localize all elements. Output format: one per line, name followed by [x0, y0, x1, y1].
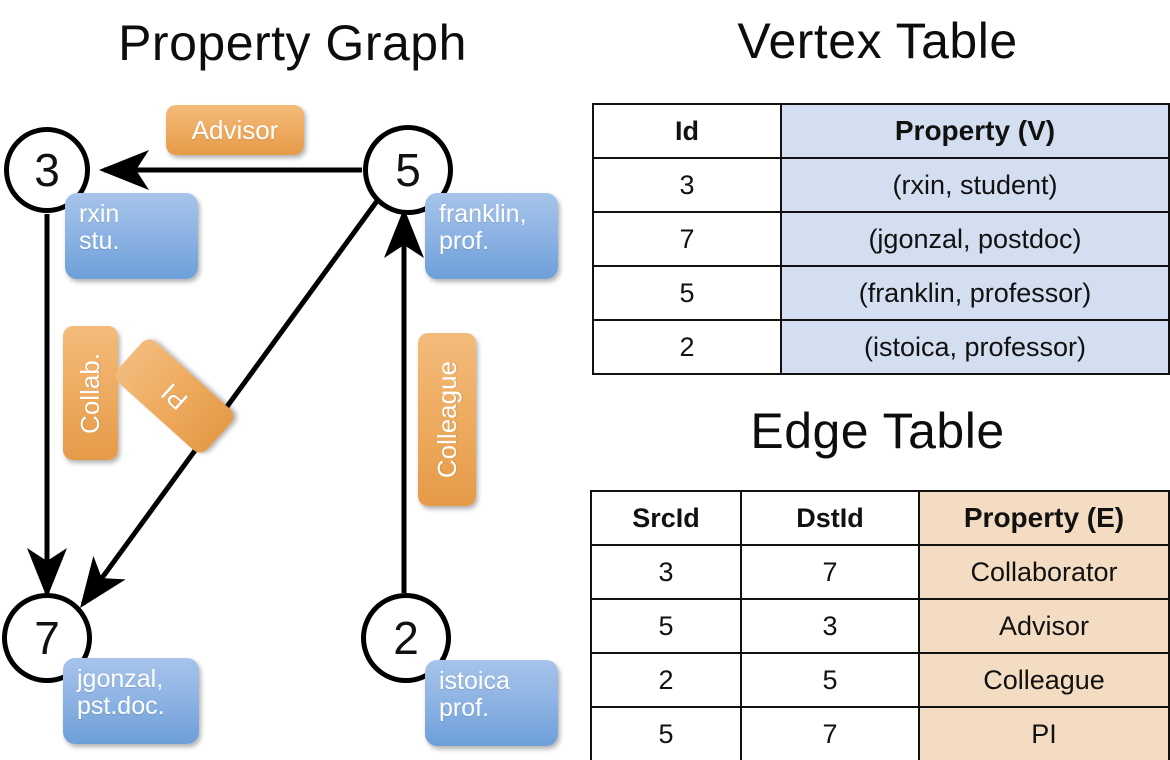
vertex-cell-property: (franklin, professor)	[780, 265, 1170, 321]
node-2-property-line1: istoica	[439, 667, 510, 695]
edge-cell-dstid: 7	[740, 544, 920, 600]
edge-cell-dstid: 5	[740, 652, 920, 708]
edge-label-advisor[interactable]: Advisor	[166, 105, 304, 155]
table-row[interactable]: 7 (jgonzal, postdoc)	[592, 211, 1170, 267]
edge-table-header-row: SrcId DstId Property (E)	[590, 490, 1170, 546]
graph-node-2-label: 2	[393, 612, 419, 664]
vertex-table: Id Property (V) 3 (rxin, student) 7 (jgo…	[592, 103, 1170, 375]
edge-label-colleague-text: Colleague	[431, 360, 462, 479]
edge-label-advisor-text: Advisor	[191, 114, 279, 145]
vertex-cell-id: 3	[592, 157, 782, 213]
edge-cell-property: Advisor	[918, 598, 1170, 654]
graph-edges-svg	[27, 150, 424, 609]
edge-cell-dstid: 7	[740, 706, 920, 760]
vertex-cell-property: (jgonzal, postdoc)	[780, 211, 1170, 267]
node-7-property-line1: jgonzal,	[77, 665, 164, 693]
table-row[interactable]: 3 (rxin, student)	[592, 157, 1170, 213]
edge-header-dstid: DstId	[740, 490, 920, 546]
edge-label-collab[interactable]: Collab.	[63, 326, 118, 460]
property-graph-diagram: 3 5 7 2 rxin stu. franklin, prof. jgonza…	[0, 88, 585, 760]
page-title-property-graph: Property Graph	[118, 15, 467, 71]
node-7-property-line2: pst.doc.	[77, 692, 165, 720]
node-5-property-box[interactable]: franklin, prof.	[425, 193, 558, 279]
table-row[interactable]: 2 5 Colleague	[590, 652, 1170, 708]
node-3-property-box[interactable]: rxin stu.	[65, 193, 198, 279]
vertex-cell-id: 5	[592, 265, 782, 321]
node-7-property-box[interactable]: jgonzal, pst.doc.	[63, 658, 199, 744]
graph-node-7-label: 7	[34, 612, 60, 664]
vertex-cell-property: (rxin, student)	[780, 157, 1170, 213]
table-row[interactable]: 5 7 PI	[590, 706, 1170, 760]
edge-table: SrcId DstId Property (E) 3 7 Collaborato…	[590, 490, 1170, 760]
edge-cell-srcid: 2	[590, 652, 742, 708]
page-title-edge-table: Edge Table	[750, 403, 1005, 459]
graph-node-5[interactable]: 5	[363, 125, 453, 215]
graph-node-3-label: 3	[34, 144, 60, 196]
edge-header-property: Property (E)	[918, 490, 1170, 546]
node-5-property-line1: franklin,	[439, 200, 527, 228]
edge-label-pi-text: PI	[154, 376, 194, 416]
vertex-header-property: Property (V)	[780, 103, 1170, 159]
page-title-vertex-table: Vertex Table	[737, 13, 1018, 69]
graph-node-5-label: 5	[395, 144, 421, 196]
node-3-property-line1: rxin	[79, 200, 120, 228]
node-2-property-line2: prof.	[439, 694, 490, 722]
edge-cell-dstid: 3	[740, 598, 920, 654]
edge-cell-srcid: 5	[590, 598, 742, 654]
edge-cell-srcid: 3	[590, 544, 742, 600]
edge-cell-srcid: 5	[590, 706, 742, 760]
edge-header-srcid: SrcId	[590, 490, 742, 546]
node-5-property-line2: prof.	[439, 227, 490, 255]
table-row[interactable]: 2 (istoica, professor)	[592, 319, 1170, 375]
edge-5-to-7	[80, 199, 380, 609]
graph-node-3[interactable]: 3	[4, 127, 90, 213]
vertex-table-header-row: Id Property (V)	[592, 103, 1170, 159]
edge-label-colleague[interactable]: Colleague	[418, 333, 476, 506]
vertex-header-id: Id	[592, 103, 782, 159]
table-row[interactable]: 5 3 Advisor	[590, 598, 1170, 654]
vertex-cell-property: (istoica, professor)	[780, 319, 1170, 375]
edge-cell-property: PI	[918, 706, 1170, 760]
node-2-property-box[interactable]: istoica prof.	[425, 660, 558, 746]
vertex-cell-id: 2	[592, 319, 782, 375]
edge-cell-property: Colleague	[918, 652, 1170, 708]
table-row[interactable]: 5 (franklin, professor)	[592, 265, 1170, 321]
edge-cell-property: Collaborator	[918, 544, 1170, 600]
node-3-property-line2: stu.	[79, 227, 120, 255]
edge-label-collab-text: Collab.	[75, 352, 105, 434]
vertex-cell-id: 7	[592, 211, 782, 267]
table-row[interactable]: 3 7 Collaborator	[590, 544, 1170, 600]
